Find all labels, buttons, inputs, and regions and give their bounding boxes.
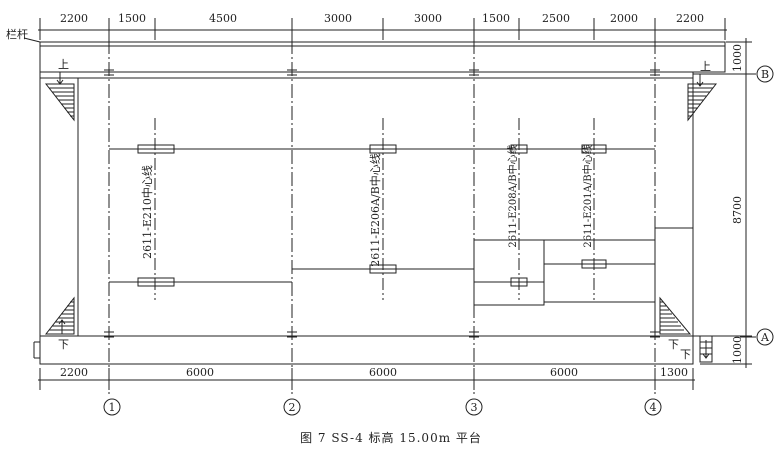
axis-circle-4 (644, 398, 662, 416)
saddle (510, 144, 528, 154)
railing-label: 栏杆 (6, 27, 28, 41)
saddle (137, 144, 175, 154)
stair-label-down-right-a: 下 (668, 338, 679, 351)
axis-label-b: B (761, 68, 769, 81)
stair-label-down-right-b: 下 (680, 348, 691, 361)
centerline-label-e201: 2611-E201A/B中心线 (581, 144, 594, 247)
top-dim-6: 1500 (482, 12, 510, 25)
top-dim-1: 2200 (60, 12, 88, 25)
top-dim-7: 2500 (542, 12, 570, 25)
bottom-dim-2: 6000 (186, 366, 214, 379)
right-dim-mid: 8700 (731, 196, 744, 224)
top-dim-2: 1500 (118, 12, 146, 25)
stair-outer-right (699, 336, 713, 363)
centerline-label-e208: 2611-E208A/B中心线 (506, 144, 519, 247)
platform-outline (39, 71, 694, 365)
stair-bottom-left (44, 296, 75, 335)
axis-circle-b (756, 65, 774, 83)
bottom-dim-3: 6000 (369, 366, 397, 379)
stair-top-left (44, 72, 75, 122)
bottom-dim-1: 2200 (60, 366, 88, 379)
axis-circle-2 (283, 398, 301, 416)
sub-frame-left (473, 239, 545, 306)
top-dim-8: 2000 (610, 12, 638, 25)
bottom-dim-5: 1300 (660, 366, 688, 379)
axis-label-3: 3 (471, 401, 478, 414)
figure-caption: 图 7 SS-4 标高 15.00m 平台 (300, 430, 482, 445)
axis-label-2: 2 (289, 401, 296, 414)
stair-label-down-left: 下 (58, 338, 69, 351)
axis-circle-3 (465, 398, 483, 416)
saddle (369, 264, 397, 274)
right-dim-bottom: 1000 (731, 336, 744, 364)
axis-circle-1 (103, 398, 121, 416)
axis-label-4: 4 (650, 401, 657, 414)
stair-label-up-right: 上 (700, 60, 711, 73)
top-dim-4: 3000 (324, 12, 352, 25)
centerline-label-e206: 2611-E206A/B中心线 (368, 153, 382, 266)
saddle (510, 277, 528, 287)
top-dim-9: 2200 (676, 12, 704, 25)
saddle (581, 259, 607, 269)
stair-bottom-right (659, 296, 692, 335)
stair-label-up-left: 上 (58, 58, 69, 71)
centerline-label-e210: 2611-E210中心线 (140, 165, 154, 259)
stair-top-right (687, 74, 718, 122)
axis-label-1: 1 (109, 401, 116, 414)
top-dim-3: 4500 (209, 12, 237, 25)
axis-label-a: A (760, 331, 770, 344)
right-dim-top: 1000 (731, 44, 744, 72)
axis-circle-a (756, 328, 774, 346)
sub-frame-right (543, 239, 656, 303)
bottom-dim-4: 6000 (550, 366, 578, 379)
top-dim-5: 3000 (414, 12, 442, 25)
saddle (581, 144, 607, 154)
saddle (137, 277, 175, 287)
saddle (369, 144, 397, 154)
